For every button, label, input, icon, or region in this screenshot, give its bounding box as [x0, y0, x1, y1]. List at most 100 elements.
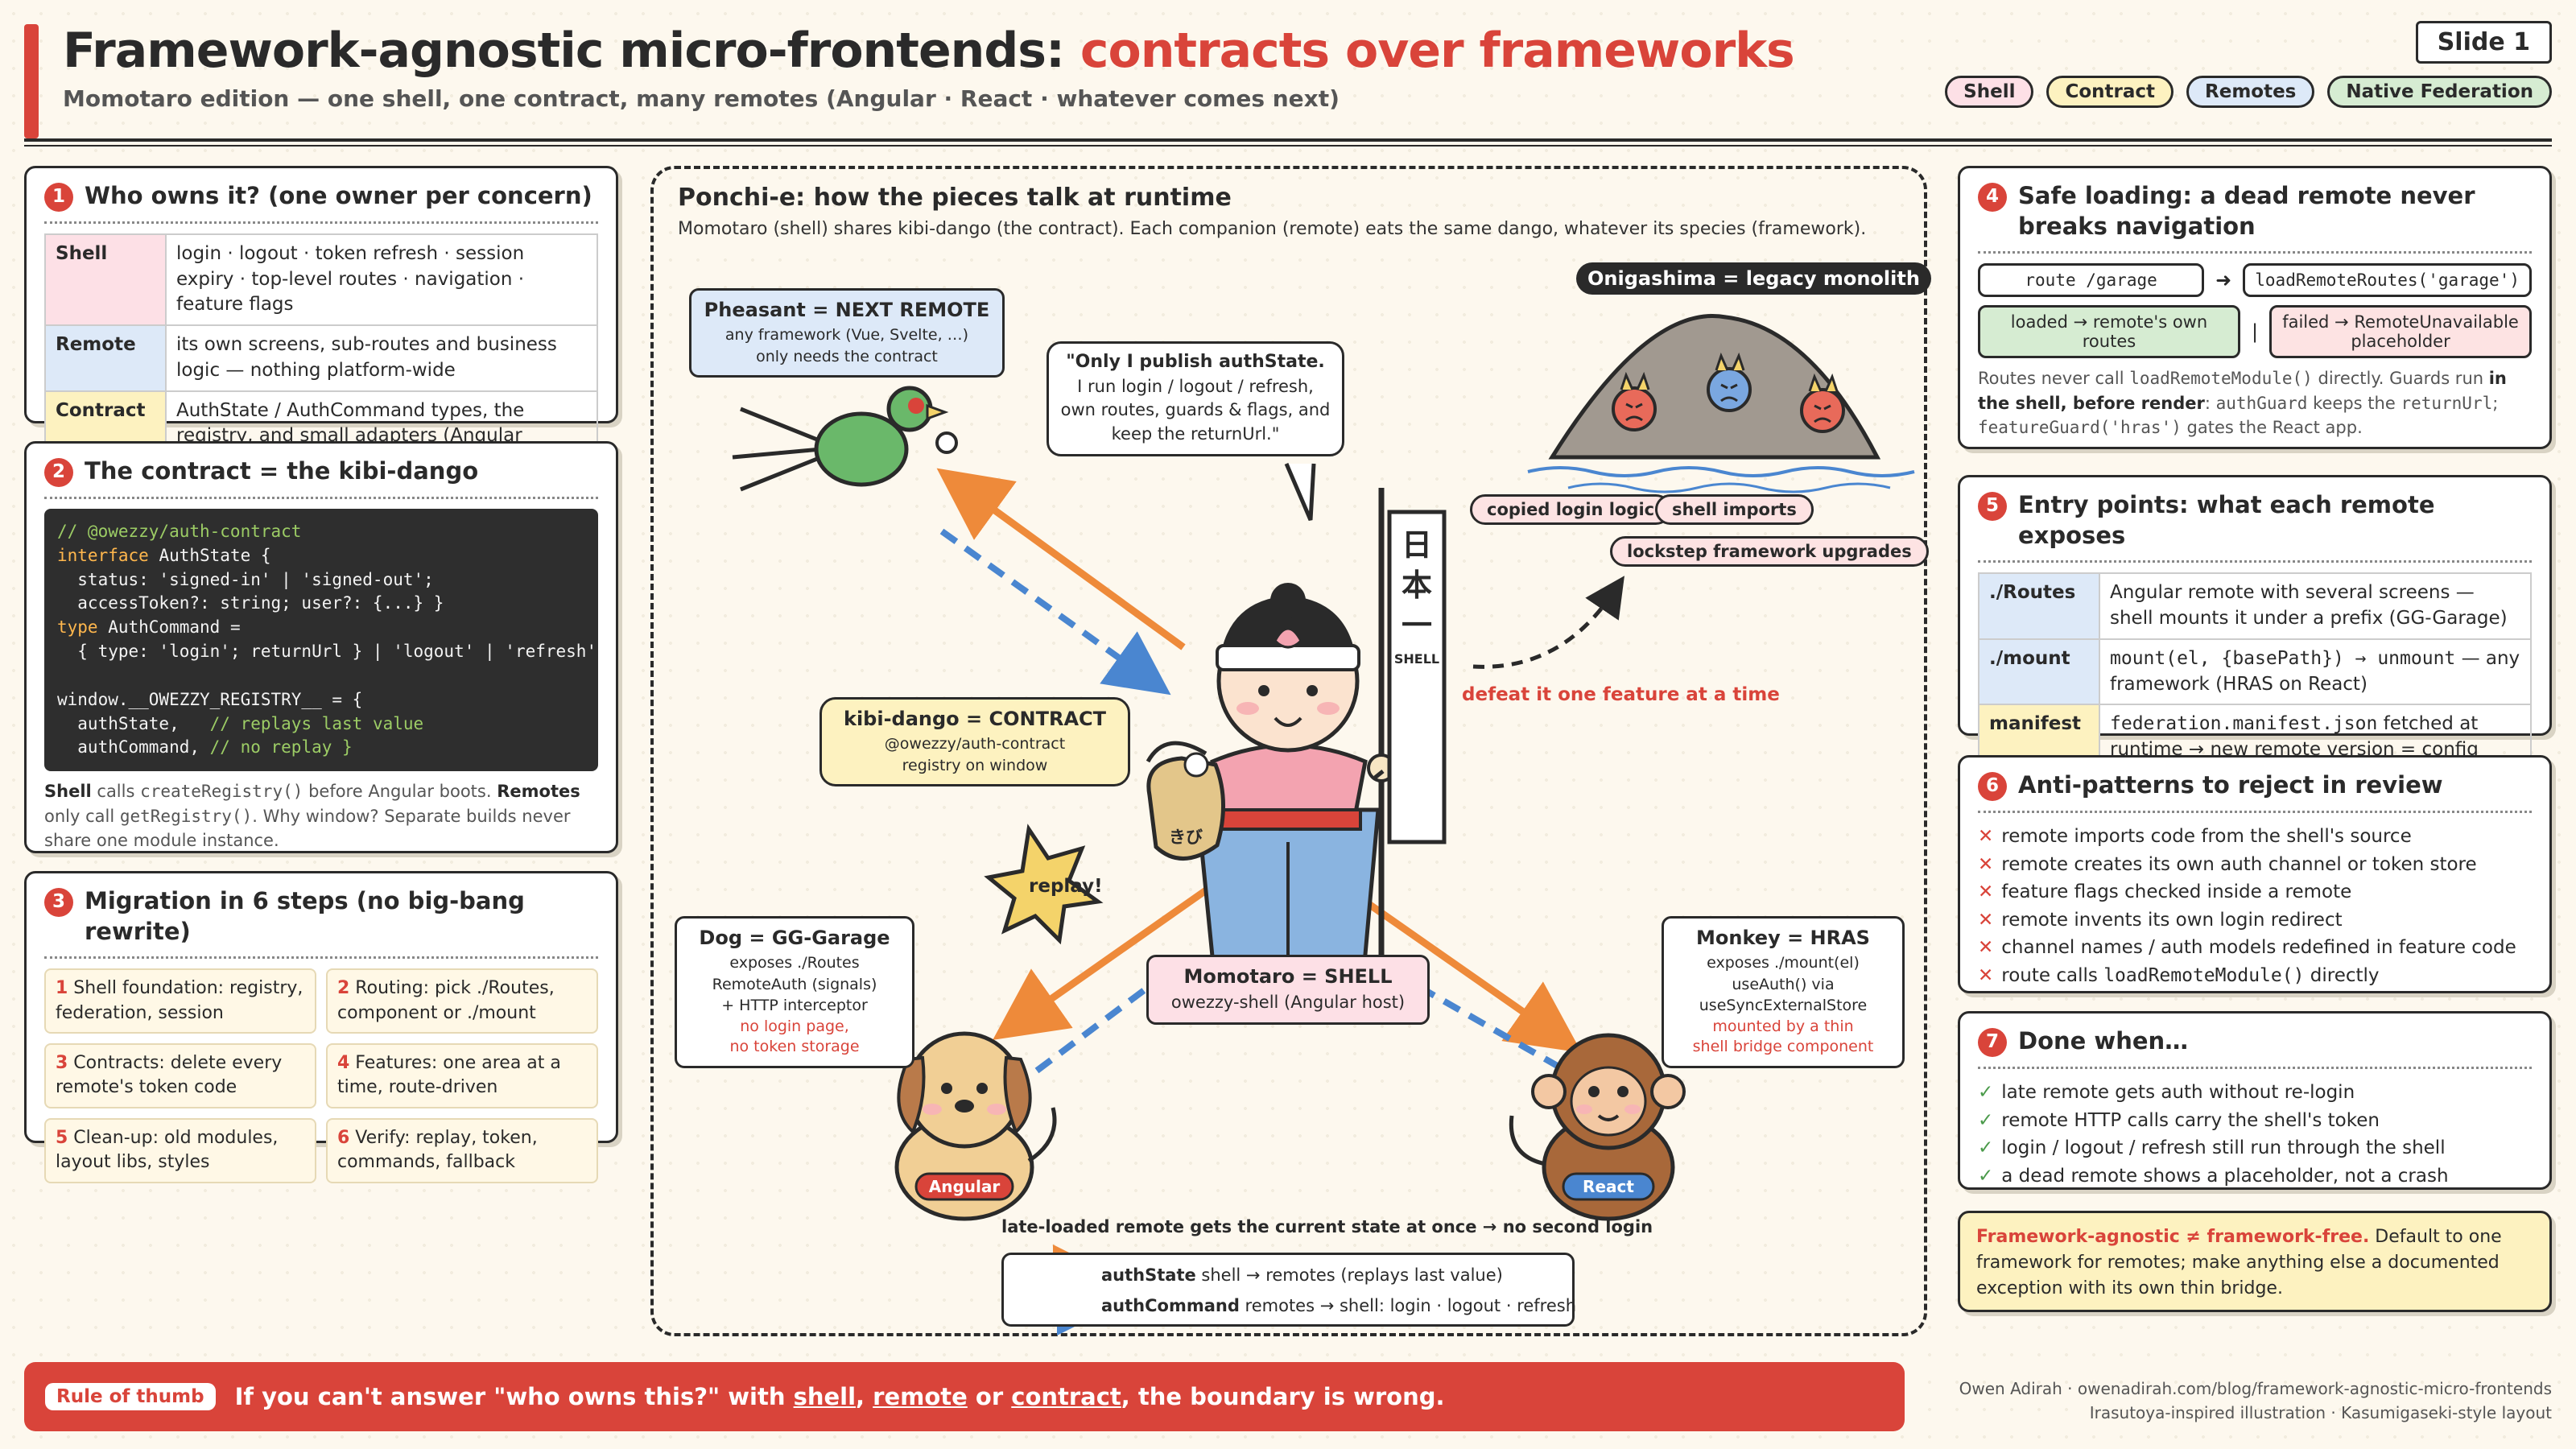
state-arrow-pheasant: [936, 468, 1186, 650]
card-entry-title: Entry points: what each remote exposes: [2018, 491, 2435, 549]
list-item: ✕remote creates its own auth channel or …: [1978, 851, 2532, 879]
migration-step: 4 Features: one area at a time, route-dr…: [326, 1043, 598, 1108]
title-main: Framework-agnostic micro-frontends:: [63, 23, 1080, 79]
owner-value: its own screens, sub-routes and business…: [165, 324, 598, 392]
step-number-badge: 4: [1978, 183, 2007, 212]
step-number-badge: 1: [44, 183, 73, 212]
anti-tag: copied login logic: [1470, 494, 1672, 525]
kibi-pouch-icon: [1146, 752, 1226, 861]
anti-list: ✕remote imports code from the shell's so…: [1978, 823, 2532, 989]
defeat-label: defeat it one feature at a time: [1462, 684, 1780, 705]
shell-banner: [1367, 488, 1447, 976]
card-owners-header: 1 Who owns it? (one owner per concern): [44, 181, 598, 224]
list-item: ✕remote invents its own login redirect: [1978, 906, 2532, 935]
cross-icon: ✕: [1978, 881, 1994, 902]
safe-flow-row: route /garage ➜ loadRemoteRoutes('garage…: [1978, 263, 2532, 298]
late-load-note: late-loaded remote gets the current stat…: [1001, 1217, 1653, 1236]
done-list: ✓late remote gets auth without re-login …: [1978, 1079, 2532, 1190]
react-badge: React: [1583, 1177, 1634, 1196]
oni-red-icon: [1612, 371, 1657, 431]
angular-badge: Angular: [928, 1177, 1001, 1196]
migration-step: 3 Contracts: delete every remote's token…: [44, 1043, 316, 1108]
code-line: interface AuthState {: [57, 545, 271, 565]
page-title: Framework-agnostic micro-frontends: cont…: [63, 23, 1795, 79]
step-number-badge: 7: [1978, 1028, 2007, 1057]
migration-step: 5 Clean-up: old modules, layout libs, st…: [44, 1117, 316, 1183]
card-anti-title: Anti-patterns to reject in review: [2018, 771, 2443, 799]
legend-command-text: authCommand remotes → shell: login · log…: [1101, 1296, 1577, 1315]
list-item: ✕feature flags checked inside a remote: [1978, 878, 2532, 906]
owner-key-remote: Remote: [44, 324, 167, 392]
oni-red-icon: [1800, 373, 1845, 433]
arrow-right-icon: ➜: [2215, 269, 2232, 292]
banner-kanji: 日 本 一 SHELL: [1393, 527, 1440, 667]
code-line: accessToken?: string; user?: {...} }: [57, 593, 444, 613]
rule-of-thumb-banner: Rule of thumb If you can't answer "who o…: [24, 1362, 1905, 1431]
replay-star-icon: [984, 824, 1104, 945]
speech-tail: [1284, 463, 1316, 521]
rule-label: Rule of thumb: [45, 1383, 216, 1410]
step-number-badge: 6: [1978, 772, 2007, 801]
legend-contract: Contract: [2046, 76, 2174, 108]
code-line: window.__OWEZZY_REGISTRY__ = {: [57, 689, 363, 709]
list-item: ✓login / logout / refresh still run thro…: [1978, 1134, 2532, 1162]
separator-icon: |: [2251, 320, 2259, 344]
migration-step: 1 Shell foundation: registry, federation…: [44, 968, 316, 1034]
command-arrow-dog: [1034, 980, 1155, 1074]
momotaro-box: Momotaro = SHELL owezzy-shell (Angular h…: [1146, 955, 1430, 1026]
code-line: status: 'signed-in' | 'signed-out';: [57, 569, 434, 589]
kibi-dango-box: kibi-dango = CONTRACT @owezzy/auth-contr…: [819, 697, 1130, 787]
card-safe-header: 4 Safe loading: a dead remote never break…: [1978, 181, 2532, 254]
legend-remotes: Remotes: [2186, 76, 2315, 108]
defeat-arrow: [1472, 576, 1624, 669]
card-anti-header: 6 Anti-patterns to reject in review: [1978, 770, 2532, 813]
pheasant-box: Pheasant = NEXT REMOTE any framework (Vu…: [689, 288, 1005, 378]
safe-outcome-row: loaded → remote's own routes | failed → …: [1978, 305, 2532, 359]
list-item: ✕channel names / auth models redefined i…: [1978, 934, 2532, 962]
cross-icon: ✕: [1978, 964, 1994, 986]
step-number-badge: 2: [44, 458, 73, 487]
card-owners-title: Who owns it? (one owner per concern): [85, 182, 592, 209]
step-number-badge: 3: [44, 888, 73, 917]
code-line: // @owezzy/auth-contract: [57, 522, 302, 541]
list-item: ✕route calls loadRemoteModule() directly: [1978, 962, 2532, 990]
check-icon: ✓: [1978, 1109, 1994, 1131]
legend-state-text: authState shell → remotes (replays last …: [1101, 1265, 1503, 1285]
credit-style: Irasutoya-inspired illustration · Kasumi…: [2089, 1403, 2552, 1422]
dog-icon: [894, 1031, 1057, 1221]
legend: Shell Contract Remotes Native Federation: [1945, 76, 2552, 108]
safe-note: Routes never call loadRemoteModule() dir…: [1978, 369, 2507, 438]
pheasant-icon: [732, 386, 958, 492]
slide-badge: Slide 1: [2415, 21, 2552, 64]
check-icon: ✓: [1978, 1165, 1994, 1187]
route-box: route /garage: [1978, 263, 2205, 298]
arrow-legend: [1001, 1253, 1575, 1327]
header-rule-thin: [24, 145, 2552, 147]
card-safe-title: Safe loading: a dead remote never breaks…: [2018, 182, 2475, 240]
code-line: authState, // replays last value: [57, 713, 424, 733]
rule-text: If you can't answer "who owns this?" wit…: [234, 1383, 1445, 1410]
owner-value: login · logout · token refresh · session…: [165, 233, 598, 327]
credit-author: Owen Adirah · owenadirah.com/blog/framew…: [1959, 1379, 2552, 1398]
cross-icon: ✕: [1978, 853, 1994, 875]
monkey-box: Monkey = HRAS exposes ./mount(el) useAut…: [1662, 916, 1905, 1069]
loaded-box: loaded → remote's own routes: [1978, 305, 2240, 359]
agnostic-callout: Framework-agnostic ≠ framework-free. Def…: [1958, 1211, 2552, 1312]
migration-steps: 1 Shell foundation: registry, federation…: [44, 968, 598, 1183]
command-arrow-pheasant: [939, 528, 1171, 696]
page-subtitle: Momotaro edition — one shell, one contra…: [63, 85, 1340, 112]
shell-speech-bubble: "Only I publish authState. I run login /…: [1046, 341, 1344, 457]
card-done-title: Done when…: [2018, 1027, 2189, 1055]
check-icon: ✓: [1978, 1082, 1994, 1103]
title-accent: contracts over frameworks: [1080, 23, 1795, 79]
diagram-subtitle: Momotaro (shell) shares kibi-dango (the …: [678, 219, 1867, 239]
